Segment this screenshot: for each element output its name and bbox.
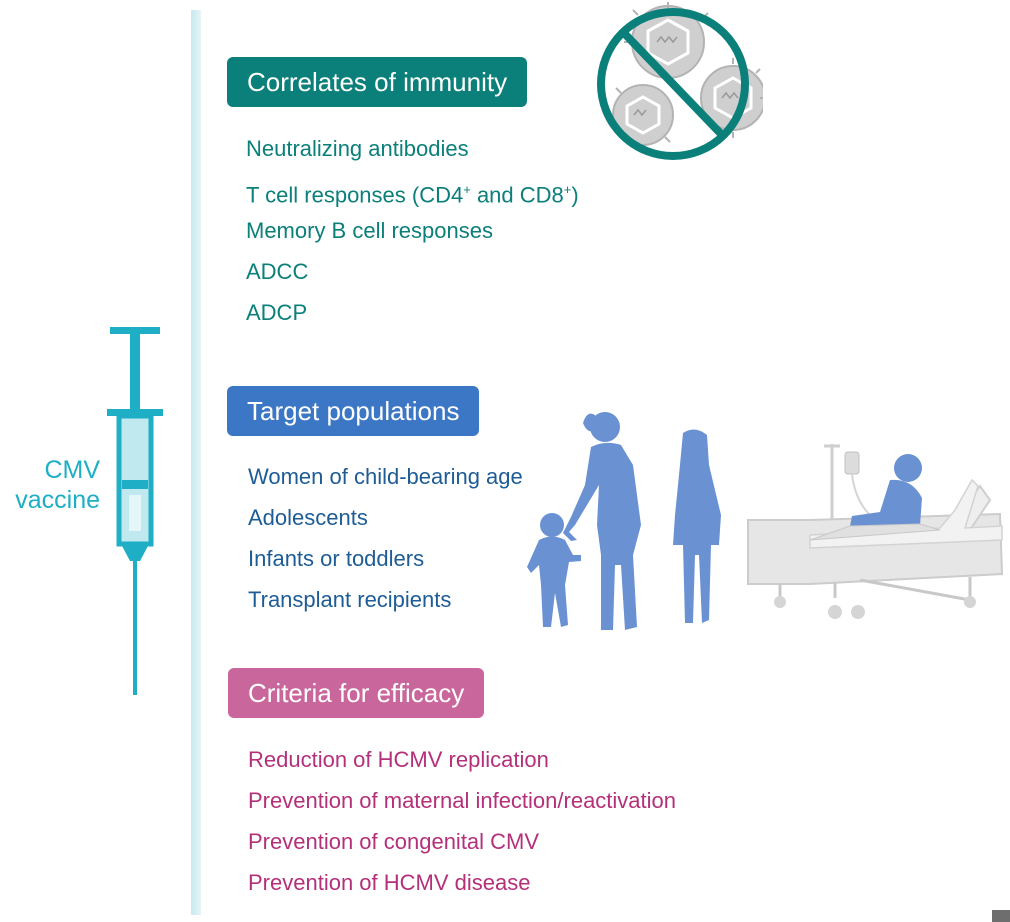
cmv-label-line2: vaccine	[15, 486, 100, 514]
list-item: Memory B cell responses	[246, 218, 493, 243]
list-item: Prevention of HCMV disease	[248, 870, 531, 895]
cmv-vaccine-label: CMV vaccine	[0, 455, 100, 515]
list-item: Infants or toddlers	[248, 546, 425, 571]
cmv-label-line1: CMV	[44, 456, 100, 484]
criteria-for-efficacy-list: Reduction of HCMV replication Prevention…	[248, 739, 676, 903]
list-item: ADCP	[246, 300, 308, 325]
list-item: Transplant recipients	[248, 587, 452, 612]
list-item: Neutralizing antibodies	[246, 136, 469, 161]
correlates-of-immunity-list: Neutralizing antibodies T cell responses…	[246, 129, 579, 333]
list-item: Women of child-bearing age	[248, 464, 523, 489]
hospital-bed-icon	[747, 444, 1004, 619]
criteria-for-efficacy-heading: Criteria for efficacy	[228, 668, 485, 718]
corner-mark	[992, 910, 1010, 922]
no-virus-icon	[597, 2, 763, 160]
vertical-divider	[191, 10, 201, 915]
syringe-icon	[107, 327, 163, 695]
target-populations-list: Women of child-bearing age Adolescents I…	[248, 456, 523, 620]
list-item: Prevention of maternal infection/reactiv…	[248, 788, 677, 813]
family-silhouette-icon	[527, 412, 721, 630]
list-item: Reduction of HCMV replication	[248, 747, 549, 772]
correlates-of-immunity-heading: Correlates of immunity	[227, 57, 528, 107]
list-item: Prevention of congenital CMV	[248, 829, 540, 854]
list-item: Adolescents	[248, 505, 368, 530]
list-item: ADCC	[246, 259, 309, 284]
target-populations-heading: Target populations	[227, 386, 480, 436]
list-item: T cell responses (CD4+ and CD8+)	[246, 182, 579, 208]
